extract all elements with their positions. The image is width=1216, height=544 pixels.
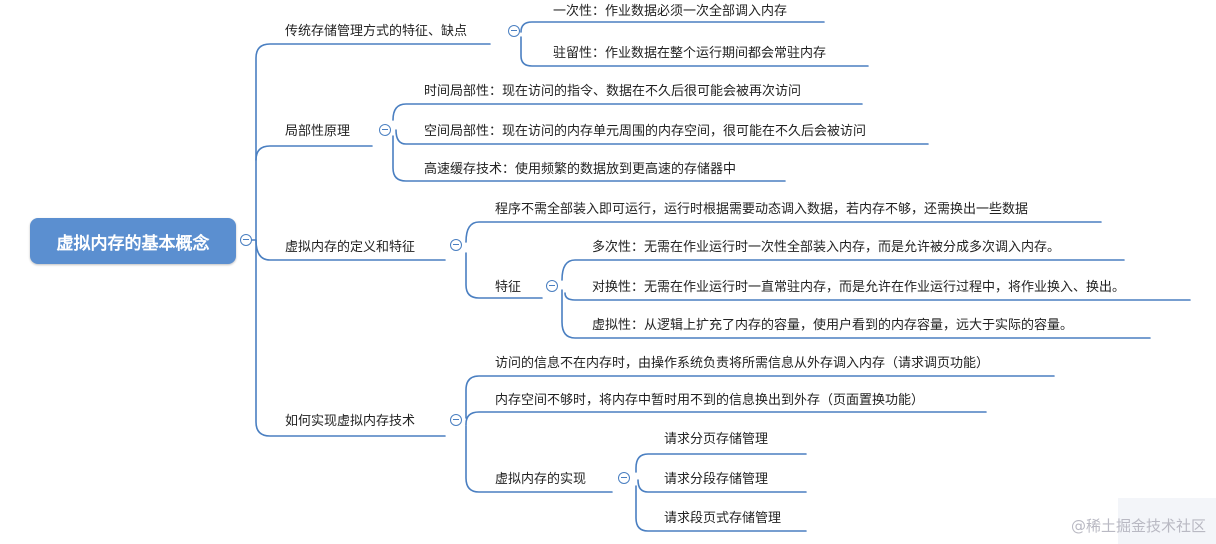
edge-c2-g3 (561, 289, 1151, 339)
edge-b2-c2 (395, 129, 929, 145)
branch-locality[interactable]: 局部性原理 (285, 124, 351, 139)
edge-b2-c1 (392, 103, 863, 121)
collapse-icon[interactable] (618, 472, 630, 484)
leaf-definition[interactable]: 程序不需全部装入即可运行，运行时根据需要动态调入数据，若内存不够，还需换出一些数… (495, 202, 1029, 217)
collapse-icon[interactable] (379, 124, 391, 136)
leaf-page-replacement[interactable]: 内存空间不够时，将内存中暂时用不到的信息换出到外存（页面置换功能） (495, 393, 925, 408)
branch-definition[interactable]: 虚拟内存的定义和特征 (285, 240, 416, 255)
edge-c2-g2 (564, 292, 1191, 301)
edge-c3-g2 (637, 479, 807, 493)
edge-c3-g1 (635, 453, 807, 473)
watermark-backdrop (1118, 498, 1216, 544)
leaf-demand-paging[interactable]: 访问的信息不在内存时，由操作系统负责将所需信息从外存调入内存（请求调页功能） (495, 356, 990, 371)
edge-b4-c3 (465, 425, 613, 493)
branch-implementation[interactable]: 如何实现虚拟内存技术 (285, 414, 416, 429)
leaf-spatial-locality[interactable]: 空间局部性：现在访问的内存单元周围的内存空间，很可能在不久后会被访问 (424, 124, 867, 139)
branch-features[interactable]: 特征 (495, 280, 522, 295)
branch-traditional-storage[interactable]: 传统存储管理方式的特征、缺点 (285, 24, 468, 39)
edge-b3-c2 (465, 252, 543, 299)
branch-virtual-memory-impl[interactable]: 虚拟内存的实现 (495, 472, 587, 487)
leaf-temporal-locality[interactable]: 时间局部性：现在访问的指令、数据在不久后很可能会被再次访问 (424, 84, 802, 99)
leaf-resident[interactable]: 驻留性：作业数据在整个运行期间都会常驻内存 (553, 46, 827, 61)
edge-b1-c2 (520, 36, 869, 67)
edge-root-b2 (255, 145, 373, 161)
edge-c2-g1 (561, 259, 1125, 281)
leaf-swappability[interactable]: 对换性：无需在作业运行时一直常驻内存，而是允许在作业运行过程中，将作业换入、换出… (592, 280, 1126, 295)
edge-b4-c2 (465, 411, 987, 426)
edge-c3-g3 (635, 485, 807, 532)
collapse-icon[interactable] (546, 280, 558, 292)
leaf-multiplicity[interactable]: 多次性：无需在作业运行时一次性全部装入内存，而是允许被分成多次调入内存。 (592, 240, 1061, 255)
collapse-icon[interactable] (240, 234, 252, 246)
leaf-segmented-paging-management[interactable]: 请求段页式存储管理 (664, 511, 782, 526)
leaf-paging-management[interactable]: 请求分页存储管理 (664, 432, 769, 447)
collapse-icon[interactable] (508, 25, 520, 37)
edge-b4-c1 (465, 375, 1055, 419)
edge-b2-c3 (392, 135, 786, 182)
leaf-segmentation-management[interactable]: 请求分段存储管理 (664, 472, 769, 487)
edge-b1-c1 (520, 21, 825, 33)
root-node[interactable]: 虚拟内存的基本概念 (30, 218, 236, 264)
edge-root-b4 (255, 239, 446, 437)
collapse-icon[interactable] (450, 239, 462, 251)
edge-b3-c1 (465, 221, 1102, 243)
leaf-one-time[interactable]: 一次性：作业数据必须一次全部调入内存 (553, 4, 788, 19)
collapse-icon[interactable] (450, 414, 462, 426)
leaf-cache[interactable]: 高速缓存技术：使用频繁的数据放到更高速的存储器中 (424, 162, 737, 177)
watermark: @稀土掘金技术社区 (1070, 517, 1206, 535)
edge-root-b1 (245, 43, 491, 241)
leaf-virtuality[interactable]: 虚拟性：从逻辑上扩充了内存的容量，使用户看到的内存容量，远大于实际的容量。 (592, 318, 1074, 333)
